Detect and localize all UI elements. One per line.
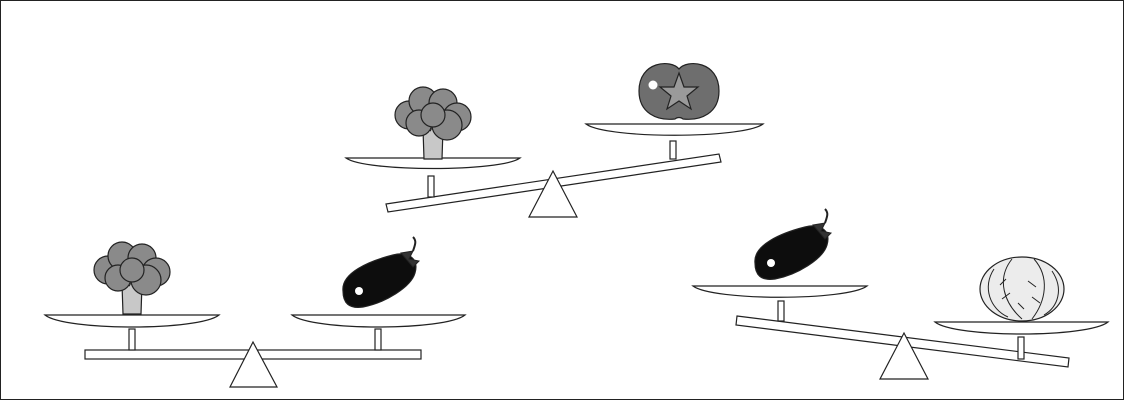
bottom-right-scale-right-post (1018, 337, 1024, 359)
top-scale-broccoli-icon (395, 87, 471, 159)
bottom-right-scale-right-pan (935, 322, 1108, 334)
bottom-left-scale-eggplant-icon (343, 237, 419, 307)
bottom-right-scale (693, 209, 1108, 379)
bottom-left-scale-left-post (129, 329, 135, 350)
bottom-right-scale-left-post (778, 301, 784, 321)
bottom-left-scale-right-pan (292, 315, 465, 327)
top-scale-tomato-icon (639, 64, 719, 120)
bottom-left-scale-left-pan (45, 315, 219, 327)
top-scale-right-pan (586, 124, 763, 135)
top-scale-left-post (428, 176, 434, 197)
bottom-left-scale (45, 237, 465, 387)
bottom-left-scale-fulcrum (230, 342, 277, 387)
top-scale-right-post (670, 141, 676, 159)
bottom-left-scale-broccoli-icon (94, 242, 170, 314)
bottom-right-scale-left-pan (693, 286, 867, 297)
bottom-left-scale-right-post (375, 329, 381, 350)
bottom-right-scale-cabbage-icon (980, 257, 1064, 321)
top-scale (346, 64, 763, 217)
bottom-right-scale-eggplant-icon (755, 209, 831, 279)
